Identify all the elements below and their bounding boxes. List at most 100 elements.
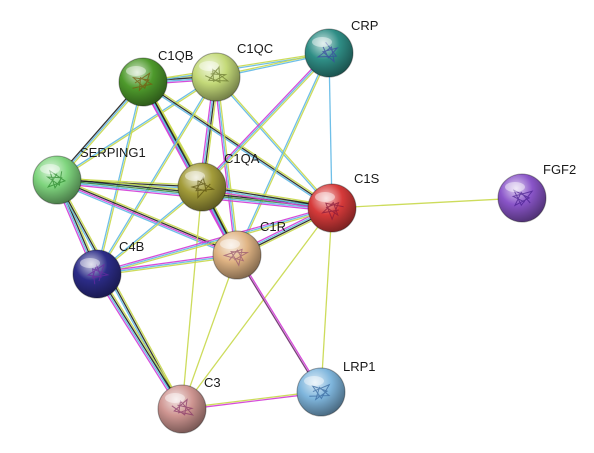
edge-strand bbox=[328, 52, 333, 209]
protein-structure-icon bbox=[309, 383, 331, 401]
node-label-serping1: SERPING1 bbox=[80, 145, 146, 160]
node-sphere[interactable] bbox=[296, 367, 346, 417]
node-sphere[interactable] bbox=[307, 183, 357, 233]
edge-strand bbox=[95, 76, 216, 274]
node-c4b[interactable] bbox=[72, 249, 122, 299]
edge-strand bbox=[143, 80, 334, 208]
node-layer bbox=[32, 28, 547, 434]
edge-strand bbox=[98, 272, 185, 409]
edge-c1s-c4b[interactable] bbox=[96, 205, 333, 277]
edge-strand bbox=[201, 52, 330, 188]
edge-strand bbox=[57, 177, 239, 254]
node-sphere[interactable] bbox=[191, 52, 241, 102]
edge-strand bbox=[57, 178, 184, 409]
node-highlight bbox=[312, 37, 332, 47]
edge-strand bbox=[95, 274, 182, 410]
edge-c1qb-c1s[interactable] bbox=[141, 80, 334, 210]
node-c3[interactable] bbox=[157, 384, 207, 434]
edge-c1r-lrp1[interactable] bbox=[235, 254, 323, 393]
node-sphere[interactable] bbox=[157, 384, 207, 434]
node-sphere[interactable] bbox=[177, 162, 227, 212]
node-c1s[interactable] bbox=[307, 183, 357, 233]
edge-strand bbox=[97, 82, 145, 275]
edge-strand bbox=[96, 207, 333, 275]
edge-strand bbox=[216, 76, 240, 255]
protein-structure-icon bbox=[190, 176, 216, 199]
node-label-fgf2: FGF2 bbox=[543, 162, 576, 177]
node-highlight bbox=[126, 66, 146, 76]
edge-strand bbox=[237, 254, 323, 392]
node-lrp1[interactable] bbox=[296, 367, 346, 417]
edge-strand bbox=[202, 53, 331, 189]
edge-c1qa-c3[interactable] bbox=[181, 186, 203, 410]
edge-c1s-lrp1[interactable] bbox=[320, 207, 333, 393]
edge-c1s-fgf2[interactable] bbox=[331, 197, 523, 209]
protein-structure-icon bbox=[86, 263, 110, 285]
node-label-crp: CRP bbox=[351, 18, 378, 33]
edge-crp-c1r[interactable] bbox=[235, 52, 331, 256]
edge-strand bbox=[215, 76, 238, 256]
protein-structure-icon bbox=[222, 248, 250, 267]
edge-strand bbox=[320, 207, 333, 393]
node-crp[interactable] bbox=[304, 28, 354, 78]
node-highlight bbox=[165, 393, 185, 403]
edge-strand bbox=[235, 255, 321, 393]
protein-structure-icon bbox=[131, 72, 154, 92]
edge-layer bbox=[54, 51, 523, 411]
edge-strand bbox=[213, 77, 237, 256]
edge-c1qc-c1s[interactable] bbox=[214, 76, 334, 209]
protein-structure-icon bbox=[45, 169, 67, 189]
edge-c1qc-serping1[interactable] bbox=[56, 75, 217, 182]
edge-strand bbox=[95, 81, 143, 274]
edge-crp-c1qa[interactable] bbox=[200, 51, 331, 189]
edge-strand bbox=[96, 205, 332, 274]
node-c1qb[interactable] bbox=[118, 57, 168, 107]
node-highlight bbox=[199, 61, 219, 71]
edge-c1s-c3[interactable] bbox=[181, 207, 333, 410]
edge-strand bbox=[216, 76, 334, 208]
node-sphere[interactable] bbox=[32, 155, 82, 205]
node-c1r[interactable] bbox=[212, 230, 262, 280]
edge-strand bbox=[56, 75, 216, 180]
edge-strand bbox=[142, 81, 333, 209]
node-label-c1qc: C1QC bbox=[237, 41, 273, 56]
node-label-c1s: C1S bbox=[354, 171, 380, 186]
node-c1qc[interactable] bbox=[191, 52, 241, 102]
node-label-c1qa: C1QA bbox=[224, 151, 260, 166]
node-label-c1qb: C1QB bbox=[158, 48, 193, 63]
edge-strand bbox=[235, 52, 329, 255]
node-c1qa[interactable] bbox=[177, 162, 227, 212]
node-sphere[interactable] bbox=[118, 57, 168, 107]
edge-strand bbox=[181, 207, 333, 410]
edge-c1r-c3[interactable] bbox=[181, 254, 238, 410]
node-highlight bbox=[80, 258, 100, 268]
node-sphere[interactable] bbox=[212, 230, 262, 280]
node-highlight bbox=[304, 376, 324, 386]
edge-c1qb-c4b[interactable] bbox=[95, 81, 145, 275]
node-sphere[interactable] bbox=[304, 28, 354, 78]
edge-strand bbox=[141, 82, 332, 210]
edge-crp-c1s[interactable] bbox=[328, 52, 333, 209]
node-sphere[interactable] bbox=[497, 173, 547, 223]
edge-c1qc-c4b[interactable] bbox=[95, 76, 218, 275]
node-highlight bbox=[220, 239, 240, 249]
edge-strand bbox=[181, 254, 238, 410]
edge-strand bbox=[181, 186, 203, 410]
edge-c4b-c3[interactable] bbox=[94, 272, 185, 411]
protein-structure-icon bbox=[205, 65, 230, 84]
edge-c1qc-c1r[interactable] bbox=[213, 76, 240, 256]
node-serping1[interactable] bbox=[32, 155, 82, 205]
node-highlight bbox=[185, 171, 205, 181]
edge-strand bbox=[97, 208, 333, 277]
edge-strand bbox=[331, 197, 523, 209]
node-sphere[interactable] bbox=[72, 249, 122, 299]
node-highlight bbox=[40, 164, 60, 174]
node-highlight bbox=[315, 192, 335, 202]
node-label-c4b: C4B bbox=[119, 239, 144, 254]
node-label-c3: C3 bbox=[204, 375, 221, 390]
protein-structure-icon bbox=[171, 398, 195, 416]
edge-strand bbox=[94, 274, 181, 411]
node-fgf2[interactable] bbox=[497, 173, 547, 223]
